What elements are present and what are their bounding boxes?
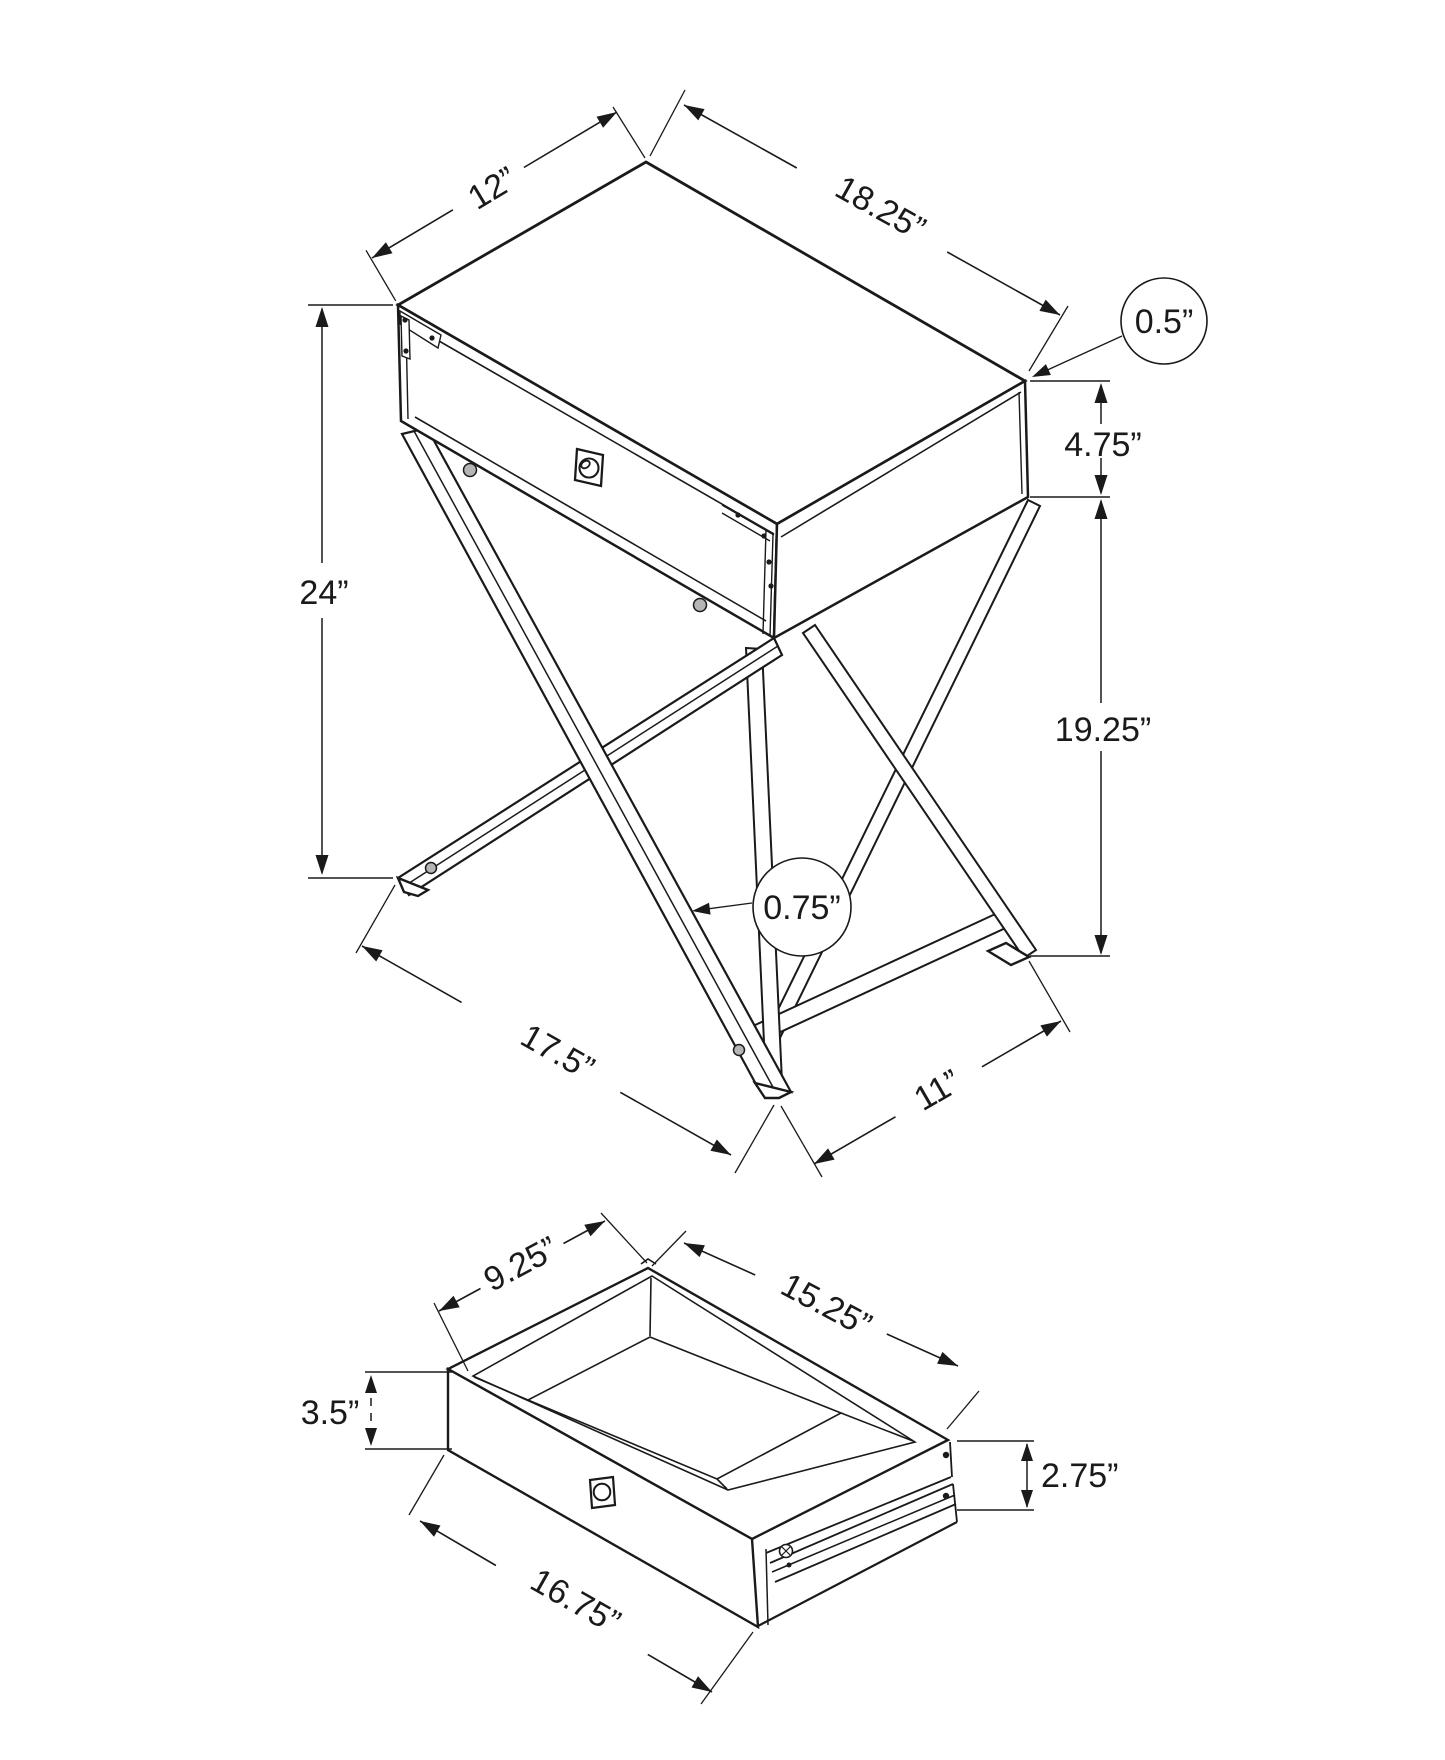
svg-text:24”: 24”: [299, 574, 348, 612]
svg-text:3.5”: 3.5”: [301, 1394, 360, 1432]
svg-text:19.25”: 19.25”: [1055, 711, 1151, 749]
svg-text:2.75”: 2.75”: [1041, 1457, 1119, 1495]
svg-text:0.75”: 0.75”: [763, 889, 841, 927]
svg-text:4.75”: 4.75”: [1064, 426, 1142, 464]
svg-text:0.5”: 0.5”: [1135, 303, 1194, 341]
